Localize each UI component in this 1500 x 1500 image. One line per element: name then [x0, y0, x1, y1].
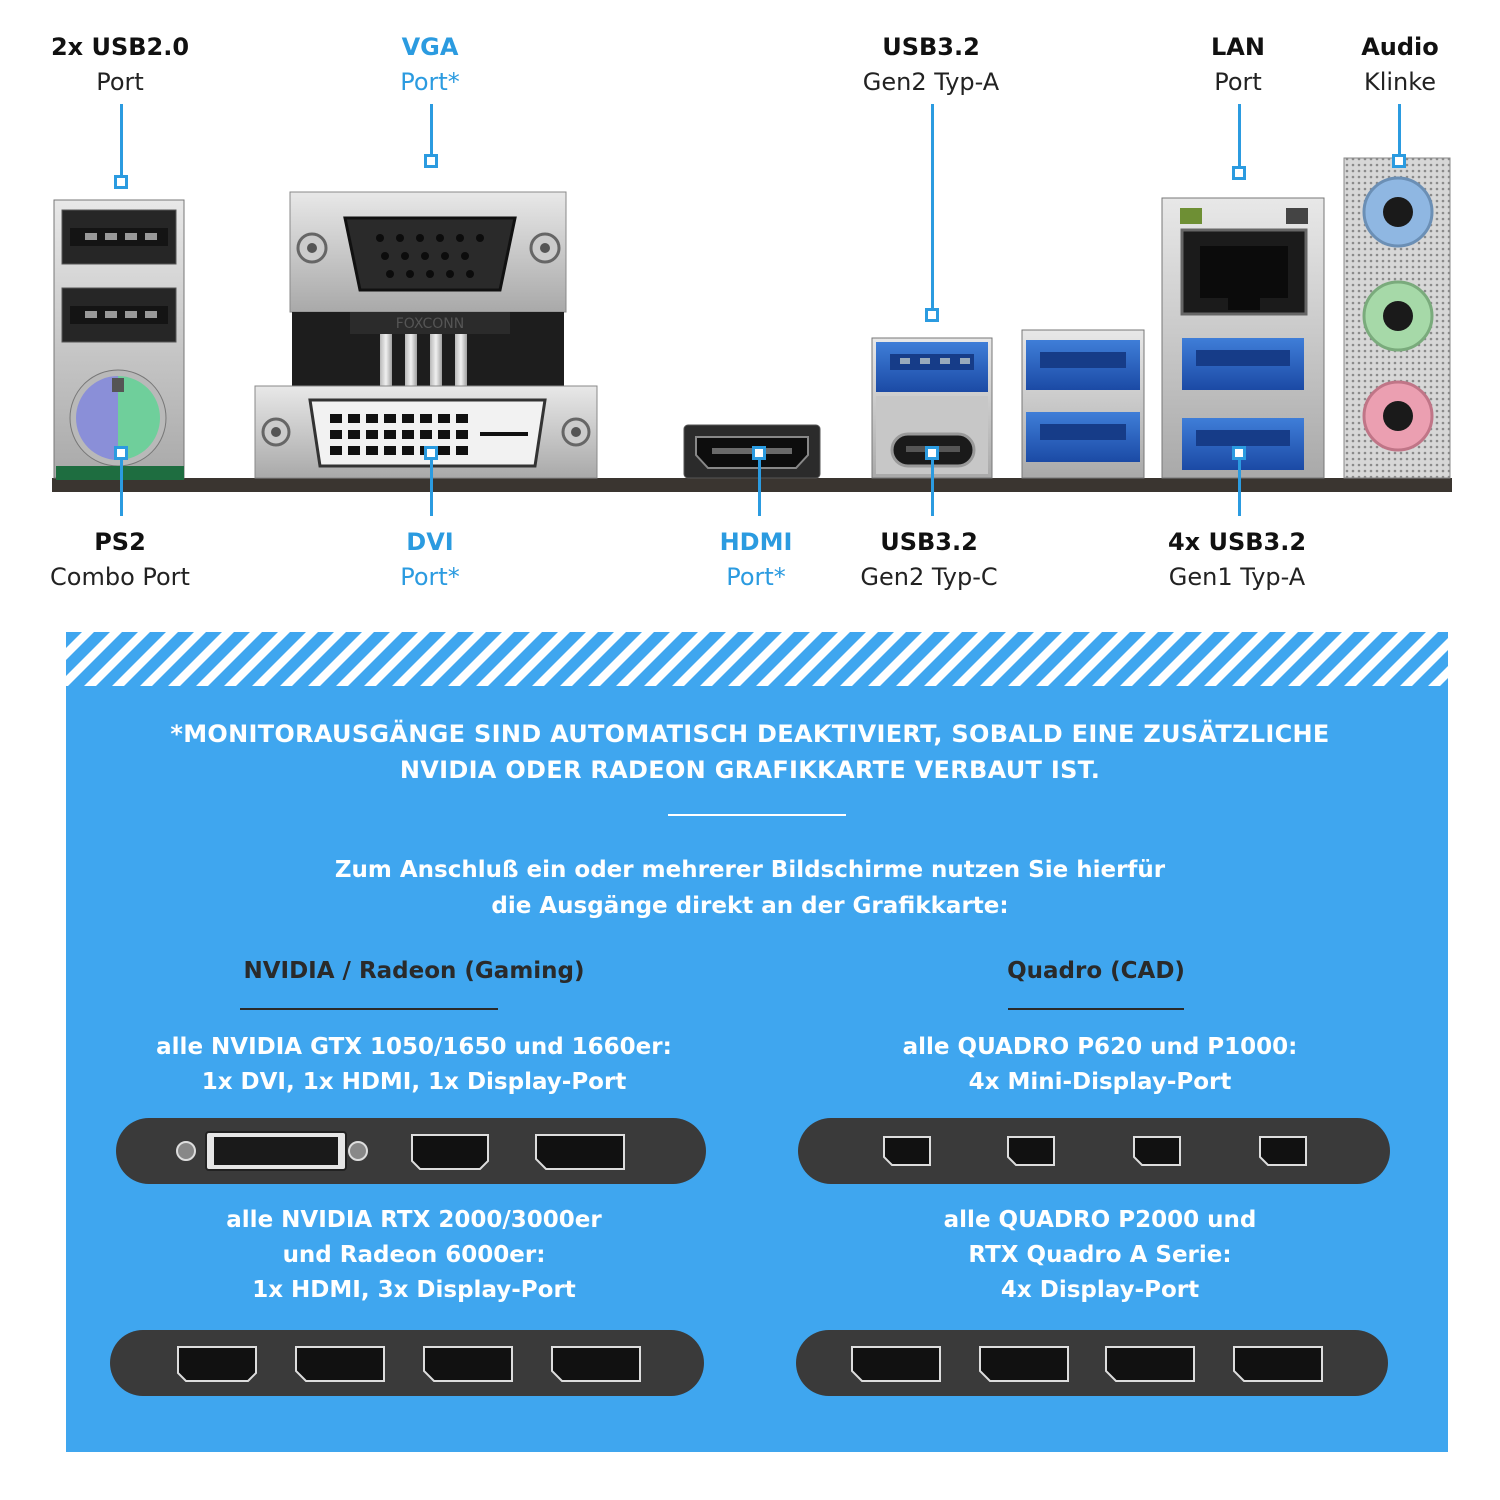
callout-marker-hdmi — [752, 446, 766, 460]
group-quadro-p2000-line-2: RTX Quadro A Serie: — [968, 1242, 1232, 1268]
usb32-gen1-stack-left — [1021, 329, 1145, 479]
callout-line-usb32-c — [931, 460, 934, 516]
column-title-cad: Quadro (CAD) — [1007, 958, 1185, 984]
label-usb32-a: USB3.2 Gen2 Typ-A — [811, 30, 1051, 100]
group-rtx-line-3: 1x HDMI, 3x Display-Port — [252, 1277, 576, 1303]
label-dvi-title: DVI — [406, 528, 454, 556]
label-audio: Audio Klinke — [1280, 30, 1500, 100]
label-usb32-c-title: USB3.2 — [880, 528, 978, 556]
label-ps2-title: PS2 — [94, 528, 146, 556]
vga-maker-text: FOXCONN — [396, 316, 465, 332]
group-gtx-line-1: alle NVIDIA GTX 1050/1650 und 1660er: — [156, 1034, 672, 1060]
lan-usb-stack — [1161, 197, 1325, 479]
callout-line-dvi — [430, 460, 433, 516]
callout-marker-ps2 — [114, 446, 128, 460]
label-usb32-c-sub: Gen2 Typ-C — [860, 563, 998, 591]
group-rtx-line-2: und Radeon 6000er: — [282, 1242, 546, 1268]
group-gtx: alle NVIDIA GTX 1050/1650 und 1660er: 1x… — [66, 1030, 762, 1100]
label-usb32-gen1: 4x USB3.2 Gen1 Typ-A — [1117, 525, 1357, 595]
label-usb32-gen1-title: 4x USB3.2 — [1167, 528, 1307, 556]
gpu-bracket-quadro-p2000 — [796, 1330, 1388, 1396]
label-usb2-title: 2x USB2.0 — [50, 33, 190, 61]
label-dvi-sub: Port* — [400, 563, 460, 591]
group-rtx-line-1: alle NVIDIA RTX 2000/3000er — [226, 1207, 602, 1233]
group-quadro-p2000-line-1: alle QUADRO P2000 und — [943, 1207, 1257, 1233]
label-lan: LAN Port — [1118, 30, 1358, 100]
intro-line-1: Zum Anschluß ein oder mehrerer Bildschir… — [334, 857, 1166, 883]
callout-line-usb32-gen1 — [1238, 460, 1241, 516]
column-title-gaming: NVIDIA / Radeon (Gaming) — [243, 958, 585, 984]
label-ps2: PS2 Combo Port — [0, 525, 240, 595]
callout-line-audio — [1398, 104, 1401, 154]
vga-dvi-stack: FOXCONN — [254, 191, 598, 479]
group-quadro-p2000-line-3: 4x Display-Port — [1000, 1277, 1200, 1303]
gpu-bracket-quadro-p620 — [798, 1118, 1390, 1184]
callout-line-usb2 — [120, 104, 123, 176]
group-rtx: alle NVIDIA RTX 2000/3000er und Radeon 6… — [66, 1203, 762, 1308]
callout-marker-usb32-c — [925, 446, 939, 460]
callout-line-hdmi — [758, 460, 761, 516]
label-lan-title: LAN — [1211, 33, 1265, 61]
gpu-bracket-gtx — [116, 1118, 706, 1184]
label-usb32-a-sub: Gen2 Typ-A — [862, 68, 1000, 96]
callout-line-lan — [1238, 104, 1241, 166]
io-panel-illustration: FOXCONN — [52, 157, 1452, 492]
callout-marker-dvi — [424, 446, 438, 460]
callout-marker-lan — [1232, 166, 1246, 180]
label-lan-sub: Port — [1214, 68, 1262, 96]
label-usb32-a-title: USB3.2 — [882, 33, 980, 61]
usb2-ps2-stack — [53, 199, 185, 480]
monitor-warning-notice: *MONITORAUSGÄNGE SIND AUTOMATISCH DEAKTI… — [0, 716, 1500, 788]
callout-line-vga — [430, 104, 433, 154]
label-dvi: DVI Port* — [310, 525, 550, 595]
label-vga-title: VGA — [401, 33, 459, 61]
banner-divider — [668, 814, 846, 816]
callout-marker-usb32-gen1 — [1232, 446, 1246, 460]
callout-marker-usb32-a — [925, 308, 939, 322]
label-usb2: 2x USB2.0 Port — [0, 30, 240, 100]
label-usb32-gen1-sub: Gen1 Typ-A — [1168, 563, 1306, 591]
column-rule-gaming — [240, 1008, 498, 1010]
group-quadro-p620: alle QUADRO P620 und P1000: 4x Mini-Disp… — [752, 1030, 1448, 1100]
info-banner-background — [66, 632, 1448, 1452]
callout-marker-audio — [1392, 154, 1406, 168]
label-vga-sub: Port* — [400, 68, 460, 96]
column-rule-cad — [1008, 1008, 1184, 1010]
warning-line-2: NVIDIA ODER RADEON GRAFIKKARTE VERBAUT I… — [399, 756, 1101, 784]
gpu-bracket-rtx — [110, 1330, 704, 1396]
group-quadro-p620-line-2: 4x Mini-Display-Port — [968, 1069, 1232, 1095]
callout-line-usb32-a — [931, 104, 934, 308]
group-quadro-p620-line-1: alle QUADRO P620 und P1000: — [902, 1034, 1298, 1060]
label-usb2-sub: Port — [96, 68, 144, 96]
group-quadro-p2000: alle QUADRO P2000 und RTX Quadro A Serie… — [752, 1203, 1448, 1308]
label-ps2-sub: Combo Port — [50, 563, 190, 591]
label-vga: VGA Port* — [310, 30, 550, 100]
label-audio-title: Audio — [1361, 33, 1439, 61]
label-usb32-c: USB3.2 Gen2 Typ-C — [809, 525, 1049, 595]
group-gtx-line-2: 1x DVI, 1x HDMI, 1x Display-Port — [201, 1069, 627, 1095]
warning-line-1: *MONITORAUSGÄNGE SIND AUTOMATISCH DEAKTI… — [170, 720, 1330, 748]
callout-line-ps2 — [120, 460, 123, 516]
label-hdmi: HDMI Port* — [636, 525, 876, 595]
callout-marker-vga — [424, 154, 438, 168]
callout-marker-usb2 — [114, 175, 128, 189]
label-hdmi-sub: Port* — [726, 563, 786, 591]
audio-jacks-illustration — [1343, 157, 1451, 479]
intro-text: Zum Anschluß ein oder mehrerer Bildschir… — [0, 852, 1500, 924]
label-hdmi-title: HDMI — [719, 528, 793, 556]
label-audio-sub: Klinke — [1363, 68, 1437, 96]
intro-line-2: die Ausgänge direkt an der Grafikkarte: — [491, 893, 1009, 919]
